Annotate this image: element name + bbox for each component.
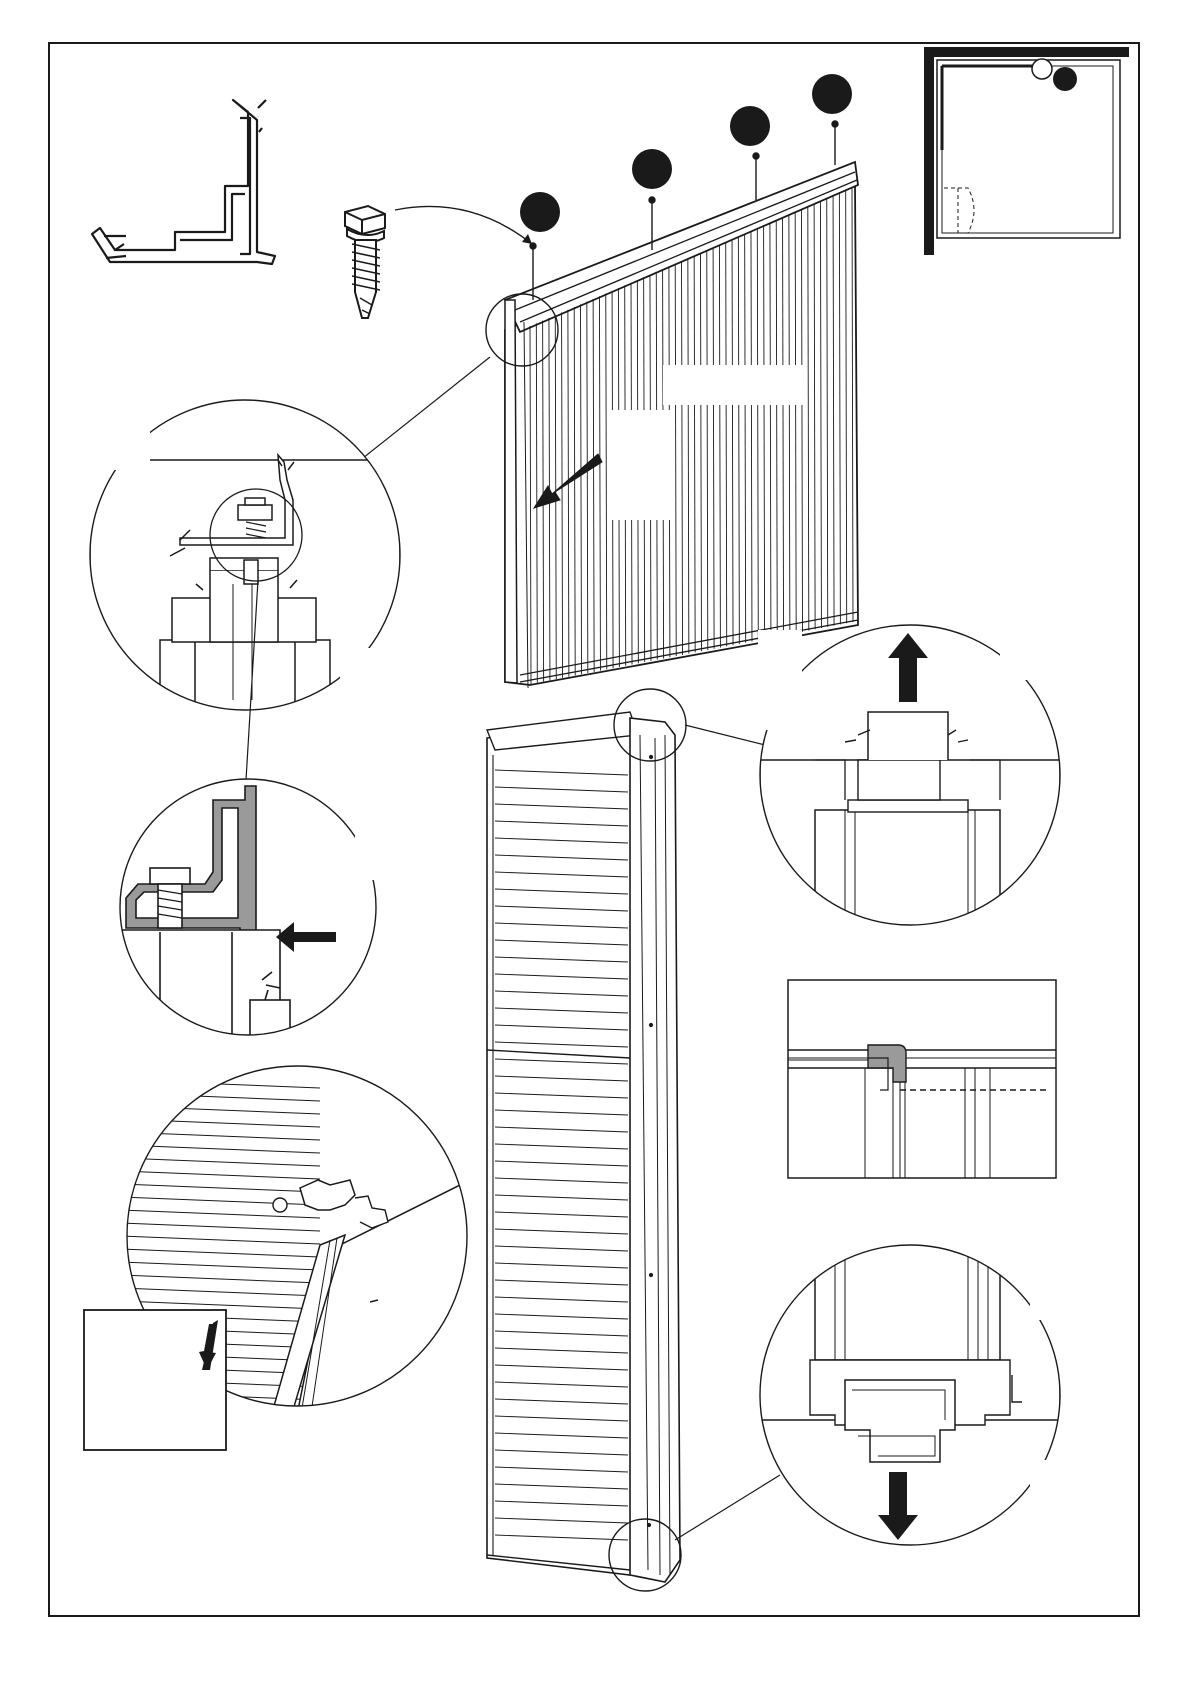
alignment-inset [788,980,1056,1178]
upright-panel-diagram [487,712,680,1582]
location-plan-highlight [1032,59,1052,79]
leader-line-zoom5 [675,1475,780,1540]
leader-line-zoom4 [685,725,765,745]
zoom-edge-slide [84,1066,470,1450]
top-panel-diagram [505,162,858,688]
zoom-top-lift [758,625,1060,950]
location-plan-marker [1053,67,1077,91]
step-marker-1 [520,192,560,232]
zoom-profile-push [120,779,395,1050]
step-marker-4 [812,74,852,114]
zoom3-inset-box [84,1310,226,1450]
screw-pointer-arrowhead [522,234,532,244]
location-plan-diagram [924,47,1129,255]
step-marker-2 [632,149,672,189]
screw-pointer-curve [395,206,532,244]
profile-section-diagram [92,100,275,264]
step-marker-3 [730,106,770,146]
zoom-screw-joint [90,380,420,728]
leader-line-zoom1 [358,357,490,462]
self-drilling-screw-icon [345,206,385,318]
zoom-bottom-drop [760,1240,1070,1550]
